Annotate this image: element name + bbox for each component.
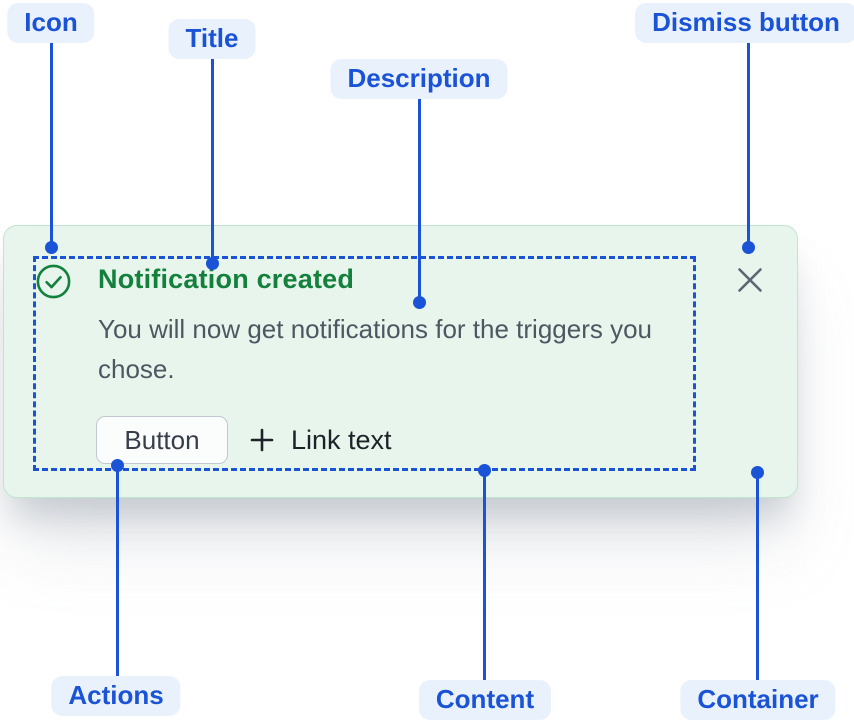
flag-container: Notification created You will now get no… <box>3 225 798 498</box>
plus-icon <box>250 428 274 452</box>
annotation-label-container: Container <box>680 680 836 720</box>
annotation-label-content: Content <box>418 680 552 720</box>
annotation-dot-actions <box>110 458 124 472</box>
flag-link-label: Link text <box>291 424 392 455</box>
flag-description: You will now get notifications for the t… <box>98 314 653 384</box>
annotation-line-description <box>417 94 421 302</box>
annotation-label-description: Description <box>330 59 508 99</box>
check-circle-success-icon <box>36 264 71 299</box>
annotation-label-dismiss: Dismiss button <box>635 3 854 43</box>
annotation-dot-description <box>412 295 426 309</box>
annotation-dot-icon <box>44 240 58 254</box>
annotation-line-icon <box>49 39 53 247</box>
annotation-line-container <box>755 472 759 681</box>
annotation-dot-container <box>750 465 764 479</box>
annotation-line-actions <box>115 465 119 676</box>
annotation-dot-content <box>477 463 491 477</box>
flag-title: Notification created <box>98 264 355 294</box>
annotation-dot-title <box>205 256 219 270</box>
annotation-line-content <box>482 470 486 681</box>
annotation-label-title: Title <box>168 19 256 59</box>
annotation-line-title <box>210 53 214 263</box>
flag-action-button[interactable]: Button <box>96 416 228 464</box>
flag-actions-row: Button Link text <box>96 416 392 464</box>
dismiss-button[interactable] <box>733 263 767 297</box>
content-area-outline <box>33 256 696 471</box>
annotation-label-actions: Actions <box>51 676 181 716</box>
annotation-line-dismiss <box>746 40 750 247</box>
annotation-label-icon: Icon <box>7 3 95 43</box>
annotation-dot-dismiss <box>741 240 755 254</box>
flag-action-link[interactable]: Link text <box>250 425 392 456</box>
close-icon <box>733 263 767 297</box>
